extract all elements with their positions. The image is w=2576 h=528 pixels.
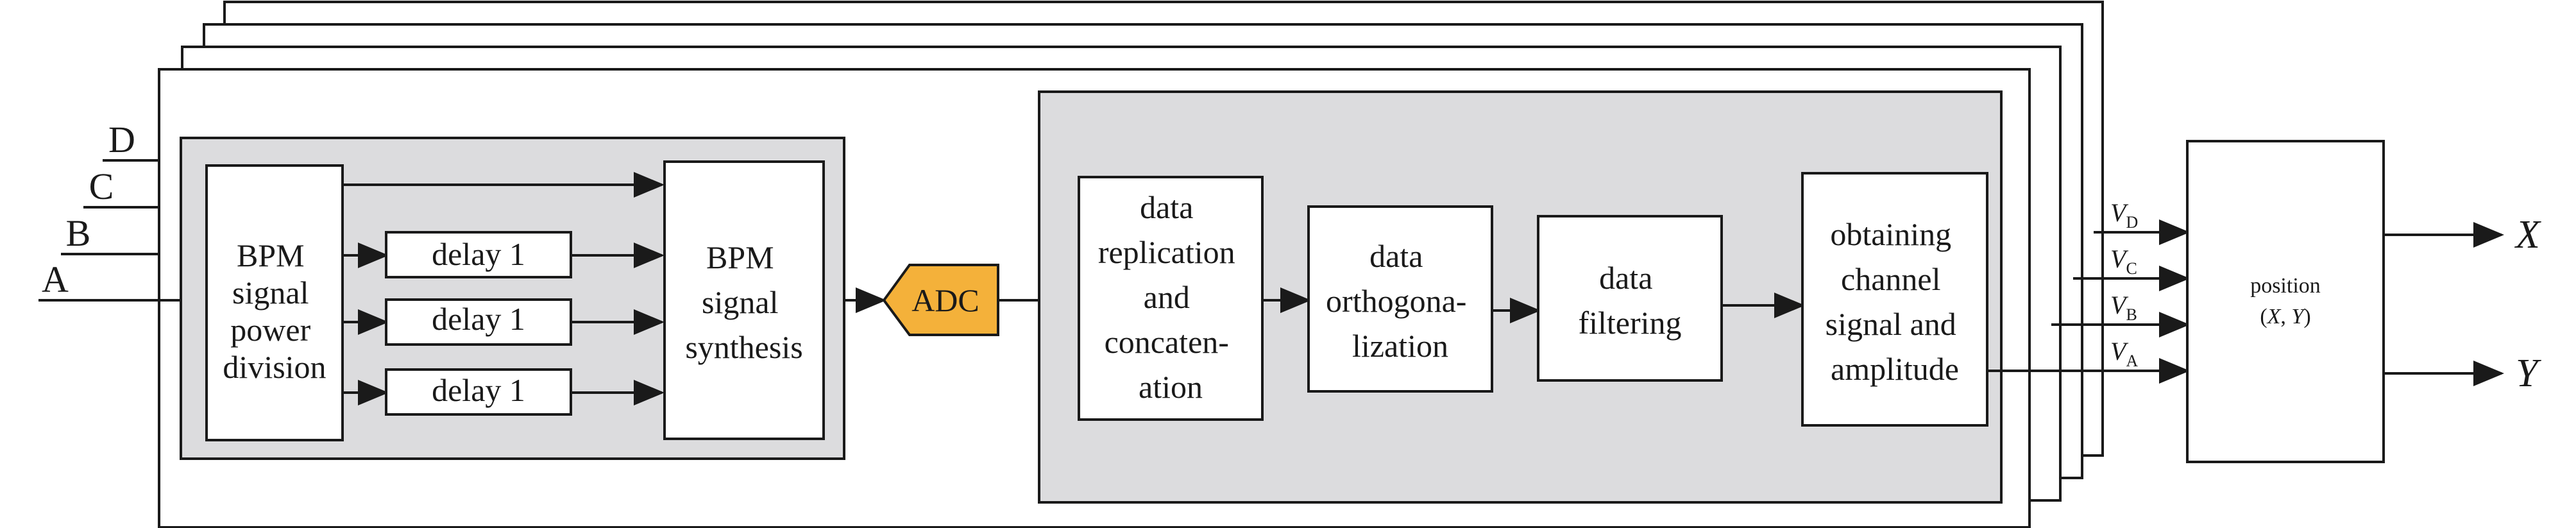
replication-label: data replication and concaten- ation — [1098, 189, 1243, 405]
position-block — [2186, 140, 2385, 463]
filtering-label: data filtering — [1578, 260, 1681, 341]
input-label-d: D — [108, 119, 135, 160]
channel-amplitude-label: obtaining channel signal and amplitude — [1826, 216, 1965, 387]
position-title: position — [2250, 274, 2321, 298]
channel-amplitude-block — [1801, 172, 1988, 427]
adc-label: ADC — [911, 282, 979, 318]
va-label: VA — [2110, 337, 2138, 370]
synthesis-label: BPM signal synthesis — [685, 239, 802, 365]
input-label-a: A — [42, 259, 69, 300]
position-coords: (X, Y) — [2260, 305, 2310, 328]
input-label-b: B — [66, 212, 91, 254]
delay-label-3: delay 1 — [432, 372, 525, 408]
replication-block — [1078, 176, 1264, 421]
power-division-block — [205, 164, 344, 441]
delay-label-1: delay 1 — [432, 236, 525, 272]
power-division-label: BPM signal power division — [223, 237, 326, 385]
x-output-label: X — [2514, 213, 2541, 257]
vd-label: VD — [2110, 198, 2138, 232]
delay-block-2 — [385, 298, 572, 346]
synthesis-block — [663, 160, 825, 440]
input-label-c: C — [89, 166, 114, 207]
y-output-label: Y — [2516, 352, 2541, 395]
delay-label-2: delay 1 — [432, 301, 525, 337]
filtering-block — [1537, 215, 1723, 382]
orthogonalization-block — [1307, 205, 1493, 393]
orthogonalization-label: data orthogona- lization — [1326, 238, 1475, 364]
vb-label: VB — [2110, 291, 2137, 324]
vc-label: VC — [2110, 244, 2137, 278]
